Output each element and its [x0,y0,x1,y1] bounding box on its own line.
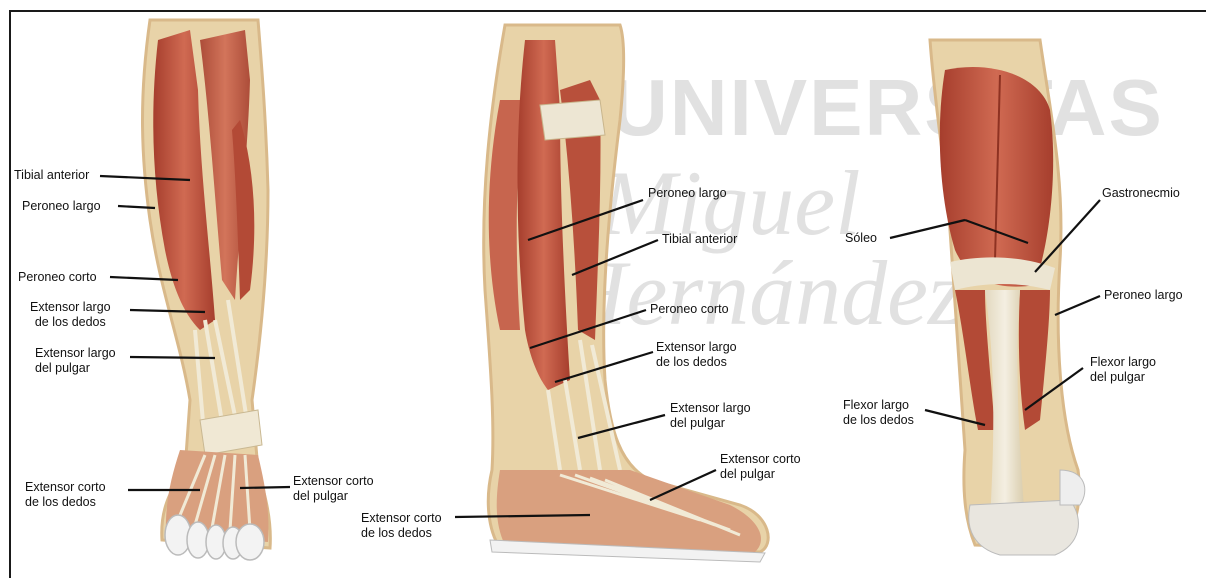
label-posterior-gastronecmio: Gastronecmio [1102,186,1180,201]
label-lateral-extensor-corto-dedos: Extensor corto de los dedos [361,511,442,541]
leg-posterior-view [930,40,1085,555]
label-lateral-tibial-anterior: Tibial anterior [662,232,737,247]
label-posterior-flexor-largo-pulgar: Flexor largo del pulgar [1090,355,1156,385]
label-anterior-extensor-largo-pulgar: Extensor largo del pulgar [35,346,116,376]
leader-posterior-peroneo-largo [1055,296,1100,315]
posterior-foot [1060,470,1085,505]
label-lateral-peroneo-corto: Peroneo corto [650,302,729,317]
label-lateral-extensor-largo-dedos: Extensor largo de los dedos [656,340,737,370]
label-lateral-peroneo-largo: Peroneo largo [648,186,727,201]
label-lateral-extensor-largo-pulgar: Extensor largo del pulgar [670,401,751,431]
leg-anterior-view [143,20,271,560]
lateral-foot [497,470,761,552]
label-lateral-extensor-corto-pulgar: Extensor corto del pulgar [720,452,801,482]
leader-anterior-extensor-largo-pulgar [130,357,215,358]
leader-anterior-extensor-corto-pulgar [240,487,290,488]
label-anterior-extensor-corto-pulgar: Extensor corto del pulgar [293,474,374,504]
posterior-heel [969,500,1079,555]
label-anterior-tibial-anterior: Tibial anterior [14,168,89,183]
lateral-knee-tendons [540,100,605,140]
label-posterior-flexor-largo-dedos: Flexor largo de los dedos [843,398,914,428]
label-anterior-peroneo-corto: Peroneo corto [18,270,97,285]
label-anterior-extensor-largo-dedos: Extensor largo de los dedos [30,300,111,330]
label-posterior-soleo: Sóleo [845,231,877,246]
label-posterior-peroneo-largo: Peroneo largo [1104,288,1183,303]
label-anterior-extensor-corto-dedos: Extensor corto de los dedos [25,480,106,510]
label-anterior-peroneo-largo: Peroneo largo [22,199,101,214]
